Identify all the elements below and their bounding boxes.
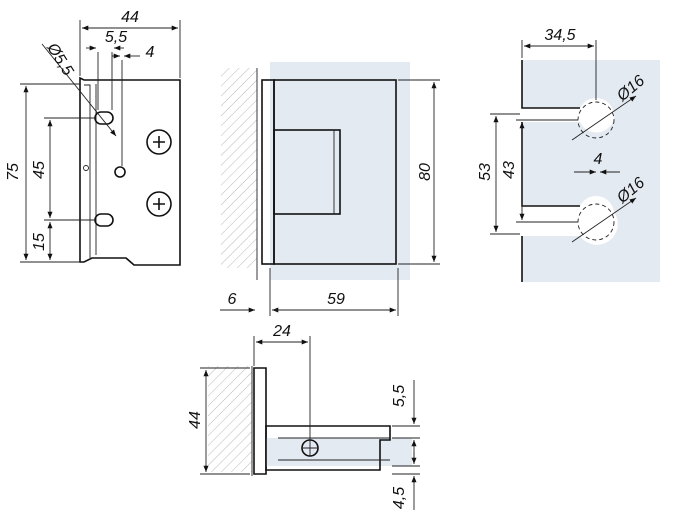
screw-top-icon <box>146 129 172 155</box>
screw-bottom-icon <box>146 191 172 217</box>
dim-cutout-edge-gap: 4 <box>594 151 603 168</box>
dim-front-wall-gap: 6 <box>228 291 237 308</box>
glass-sheet <box>522 60 660 282</box>
dim-side-height: 75 <box>5 163 22 181</box>
center-hole <box>114 166 126 178</box>
top-glass <box>266 438 412 466</box>
glass-cutout-view: 34,5 Ø16 Ø16 53 43 4 <box>477 27 660 282</box>
side-view: 44 5,5 4 Ø5,5 75 45 15 <box>5 9 181 266</box>
top-clamp-body <box>265 425 391 471</box>
dim-side-hole-spacing: 45 <box>31 161 48 179</box>
dim-front-width: 59 <box>327 291 345 308</box>
dim-side-bottom-offset: 15 <box>31 233 48 251</box>
slot-bottom <box>94 213 114 227</box>
dim-top-height: 44 <box>187 411 204 429</box>
top-view: 24 44 5,5 4,5 <box>187 323 420 510</box>
dim-side-offset-b: 4 <box>146 44 155 61</box>
dim-side-offset-a: 5,5 <box>105 29 127 46</box>
wall-hatch <box>221 68 257 268</box>
dim-front-height: 80 <box>417 163 434 181</box>
hinge-plate-outline <box>79 76 181 266</box>
hinge-plate-inner-edge <box>84 84 97 258</box>
dim-top-clamp-top: 5,5 <box>391 385 408 407</box>
dim-side-width: 44 <box>121 9 139 26</box>
dim-cutout-overall: 53 <box>477 163 494 181</box>
dim-top-depth: 24 <box>272 323 291 340</box>
top-wall-hatch <box>208 366 252 472</box>
top-wall-plate <box>253 367 267 475</box>
dim-side-hole-diameter: Ø5,5 <box>43 40 76 79</box>
hinge-clamp <box>273 129 341 215</box>
dim-cutout-spacing: 43 <box>501 161 518 179</box>
front-view: 80 59 6 <box>220 62 440 316</box>
pin-hole <box>83 165 89 171</box>
dim-cutout-depth: 34,5 <box>544 27 575 44</box>
dim-top-clamp-bottom: 4,5 <box>391 487 408 509</box>
